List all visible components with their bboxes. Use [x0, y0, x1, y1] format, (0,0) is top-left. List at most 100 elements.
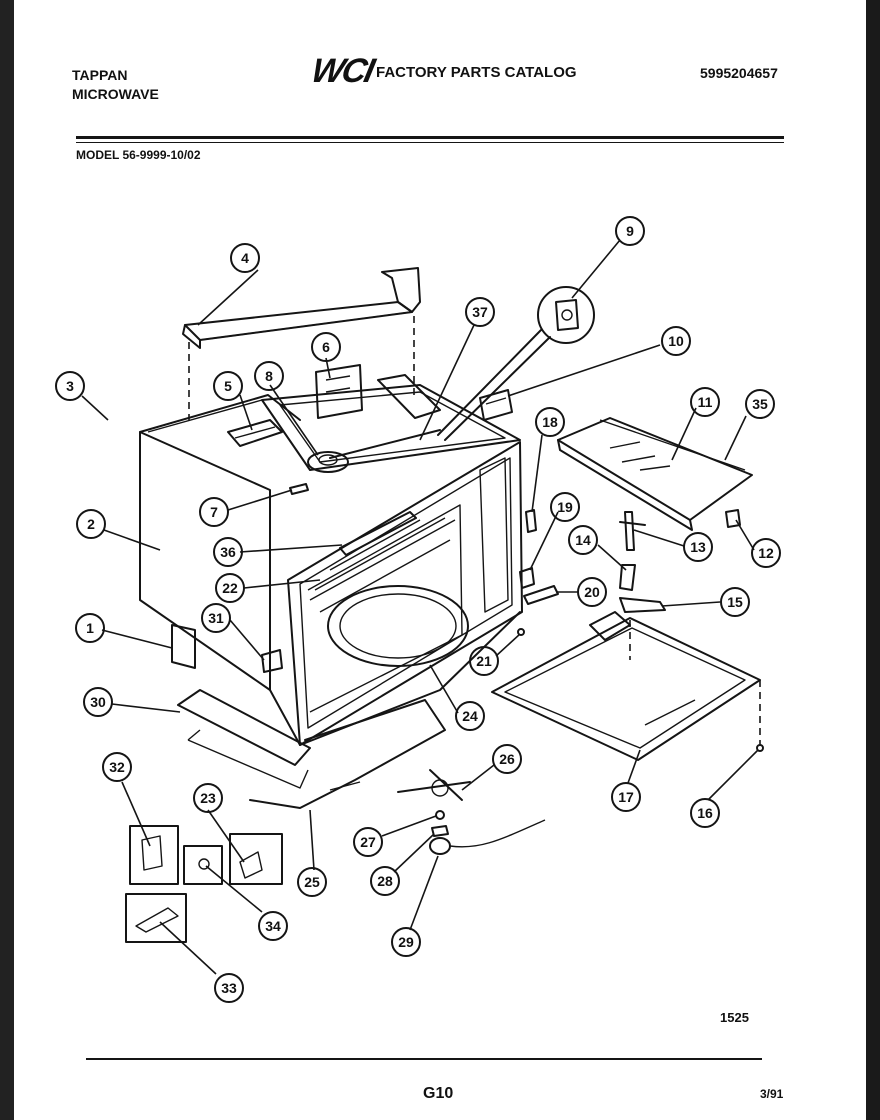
- callout-19: 19: [550, 492, 580, 522]
- callout-label: 29: [398, 934, 414, 950]
- part-33-box: [125, 893, 187, 943]
- callout-22: 22: [215, 573, 245, 603]
- callout-6: 6: [311, 332, 341, 362]
- callout-17: 17: [611, 782, 641, 812]
- part-bracket-6: [315, 364, 363, 419]
- callout-label: 10: [668, 333, 684, 349]
- part-23-box: [229, 833, 283, 885]
- page-code: G10: [423, 1085, 454, 1102]
- callout-35: 35: [745, 389, 775, 419]
- part-cavity-top: [261, 374, 521, 471]
- part-top-bracket-strip: [182, 267, 421, 349]
- callout-label: 8: [265, 368, 273, 384]
- callout-12: 12: [751, 538, 781, 568]
- callout-20: 20: [577, 577, 607, 607]
- callout-11: 11: [690, 387, 720, 417]
- callout-4: 4: [230, 243, 260, 273]
- callout-8: 8: [254, 361, 284, 391]
- callout-29: 29: [391, 927, 421, 957]
- part-turntable: [327, 585, 469, 667]
- callout-33: 33: [214, 973, 244, 1003]
- callout-23: 23: [193, 783, 223, 813]
- part-14: [619, 564, 636, 591]
- callout-label: 2: [87, 516, 95, 532]
- callout-2: 2: [76, 509, 106, 539]
- part-16: [756, 744, 764, 752]
- left-scan-edge: [0, 0, 14, 1120]
- part-12: [725, 509, 741, 528]
- callout-label: 19: [557, 499, 573, 515]
- callout-label: 32: [109, 759, 125, 775]
- catalog-number: 5995204657: [700, 65, 778, 81]
- callout-label: 13: [690, 539, 706, 555]
- callout-31: 31: [201, 603, 231, 633]
- callout-9: 9: [615, 216, 645, 246]
- part-bottom-shield-30: [177, 689, 311, 789]
- part-coupler-26: [397, 769, 471, 801]
- callout-30: 30: [83, 687, 113, 717]
- callout-label: 28: [377, 873, 393, 889]
- leader-lines: [81, 239, 759, 975]
- callout-25: 25: [297, 867, 327, 897]
- callout-label: 26: [499, 751, 515, 767]
- callout-label: 20: [584, 584, 600, 600]
- callout-label: 30: [90, 694, 106, 710]
- part-stirrer: [307, 451, 349, 473]
- part-34-box: [183, 845, 223, 885]
- part-27: [435, 810, 445, 820]
- callout-26: 26: [492, 744, 522, 774]
- part-bracket-5: [227, 419, 283, 447]
- drawing-number: 1525: [720, 1010, 749, 1025]
- callout-label: 24: [462, 708, 478, 724]
- callout-14: 14: [568, 525, 598, 555]
- callout-7: 7: [199, 497, 229, 527]
- part-control-panel-11: [557, 417, 753, 531]
- callout-label: 4: [241, 250, 249, 266]
- callout-label: 17: [618, 789, 634, 805]
- callout-24: 24: [455, 701, 485, 731]
- callout-label: 7: [210, 504, 218, 520]
- model-label: MODEL 56-9999-10/02: [76, 148, 201, 162]
- callout-label: 15: [727, 594, 743, 610]
- part-7: [289, 483, 309, 495]
- footer-rule: [86, 1058, 762, 1060]
- part-19: [519, 567, 535, 589]
- callout-label: 27: [360, 834, 376, 850]
- callout-label: 14: [575, 532, 591, 548]
- part-base-plate-25: [249, 699, 446, 809]
- callout-label: 31: [208, 610, 224, 626]
- callout-34: 34: [258, 911, 288, 941]
- callout-27: 27: [353, 827, 383, 857]
- brand-line-1: TAPPAN: [72, 67, 128, 83]
- callout-label: 12: [758, 545, 774, 561]
- callout-18: 18: [535, 407, 565, 437]
- callout-label: 22: [222, 580, 238, 596]
- callout-label: 36: [220, 544, 236, 560]
- callout-3: 3: [55, 371, 85, 401]
- callout-15: 15: [720, 587, 750, 617]
- callout-label: 37: [472, 304, 488, 320]
- part-latch-13: [619, 511, 646, 551]
- catalog-title: FACTORY PARTS CATALOG: [376, 64, 577, 81]
- part-31: [261, 649, 283, 673]
- header-rule-thin: [76, 142, 784, 143]
- callout-label: 1: [86, 620, 94, 636]
- part-front-frame: [287, 441, 523, 746]
- callout-label: 35: [752, 396, 768, 412]
- part-bracket-10: [479, 389, 513, 421]
- part-18: [525, 509, 537, 533]
- part-rack-22: [309, 517, 456, 613]
- callout-36: 36: [213, 537, 243, 567]
- callout-16: 16: [690, 798, 720, 828]
- callout-label: 16: [697, 805, 713, 821]
- callout-label: 18: [542, 414, 558, 430]
- callout-1: 1: [75, 613, 105, 643]
- part-1: [171, 624, 196, 669]
- callout-label: 11: [698, 394, 713, 410]
- part-9-detail-circle: [537, 286, 595, 344]
- callout-label: 5: [224, 378, 232, 394]
- right-scan-edge: [866, 0, 880, 1120]
- callout-label: 23: [200, 790, 216, 806]
- callout-28: 28: [370, 866, 400, 896]
